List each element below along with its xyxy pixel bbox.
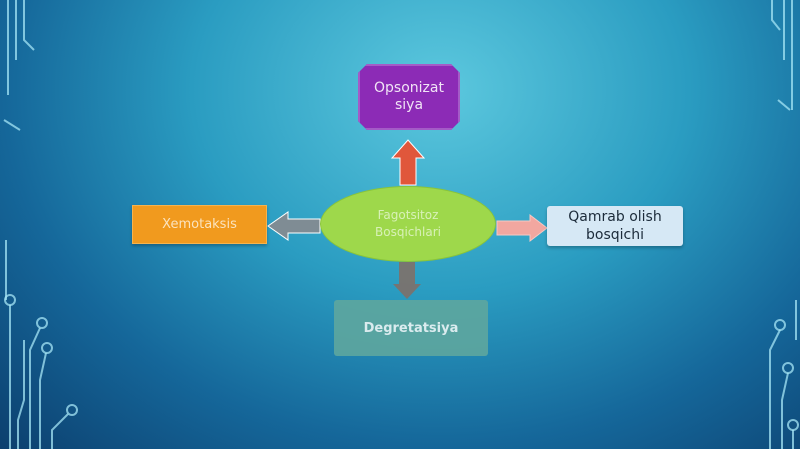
node-qamrab: Qamrab olish bosqichi [547,206,683,246]
arrow-right [496,213,548,243]
node-xemotaksis: Xemotaksis [132,205,267,244]
arrow-down [393,262,421,299]
node-opsonization: Opsonizat siya [358,64,460,130]
node-center: Fagotsitoz Bosqichlari [320,186,496,262]
node-degretatsiya-label: Degretatsiya [363,320,459,336]
arrow-up [390,139,426,186]
arrow-left [267,211,321,241]
node-xemotaksis-label: Xemotaksis [162,217,237,232]
circuit-decoration-right [769,0,799,449]
circuit-decoration-left [3,0,78,449]
node-center-label: Fagotsitoz Bosqichlari [375,208,441,239]
node-opsonization-label: Opsonizat siya [374,80,444,113]
node-degretatsiya: Degretatsiya [334,300,488,356]
node-qamrab-label: Qamrab olish bosqichi [568,209,662,243]
